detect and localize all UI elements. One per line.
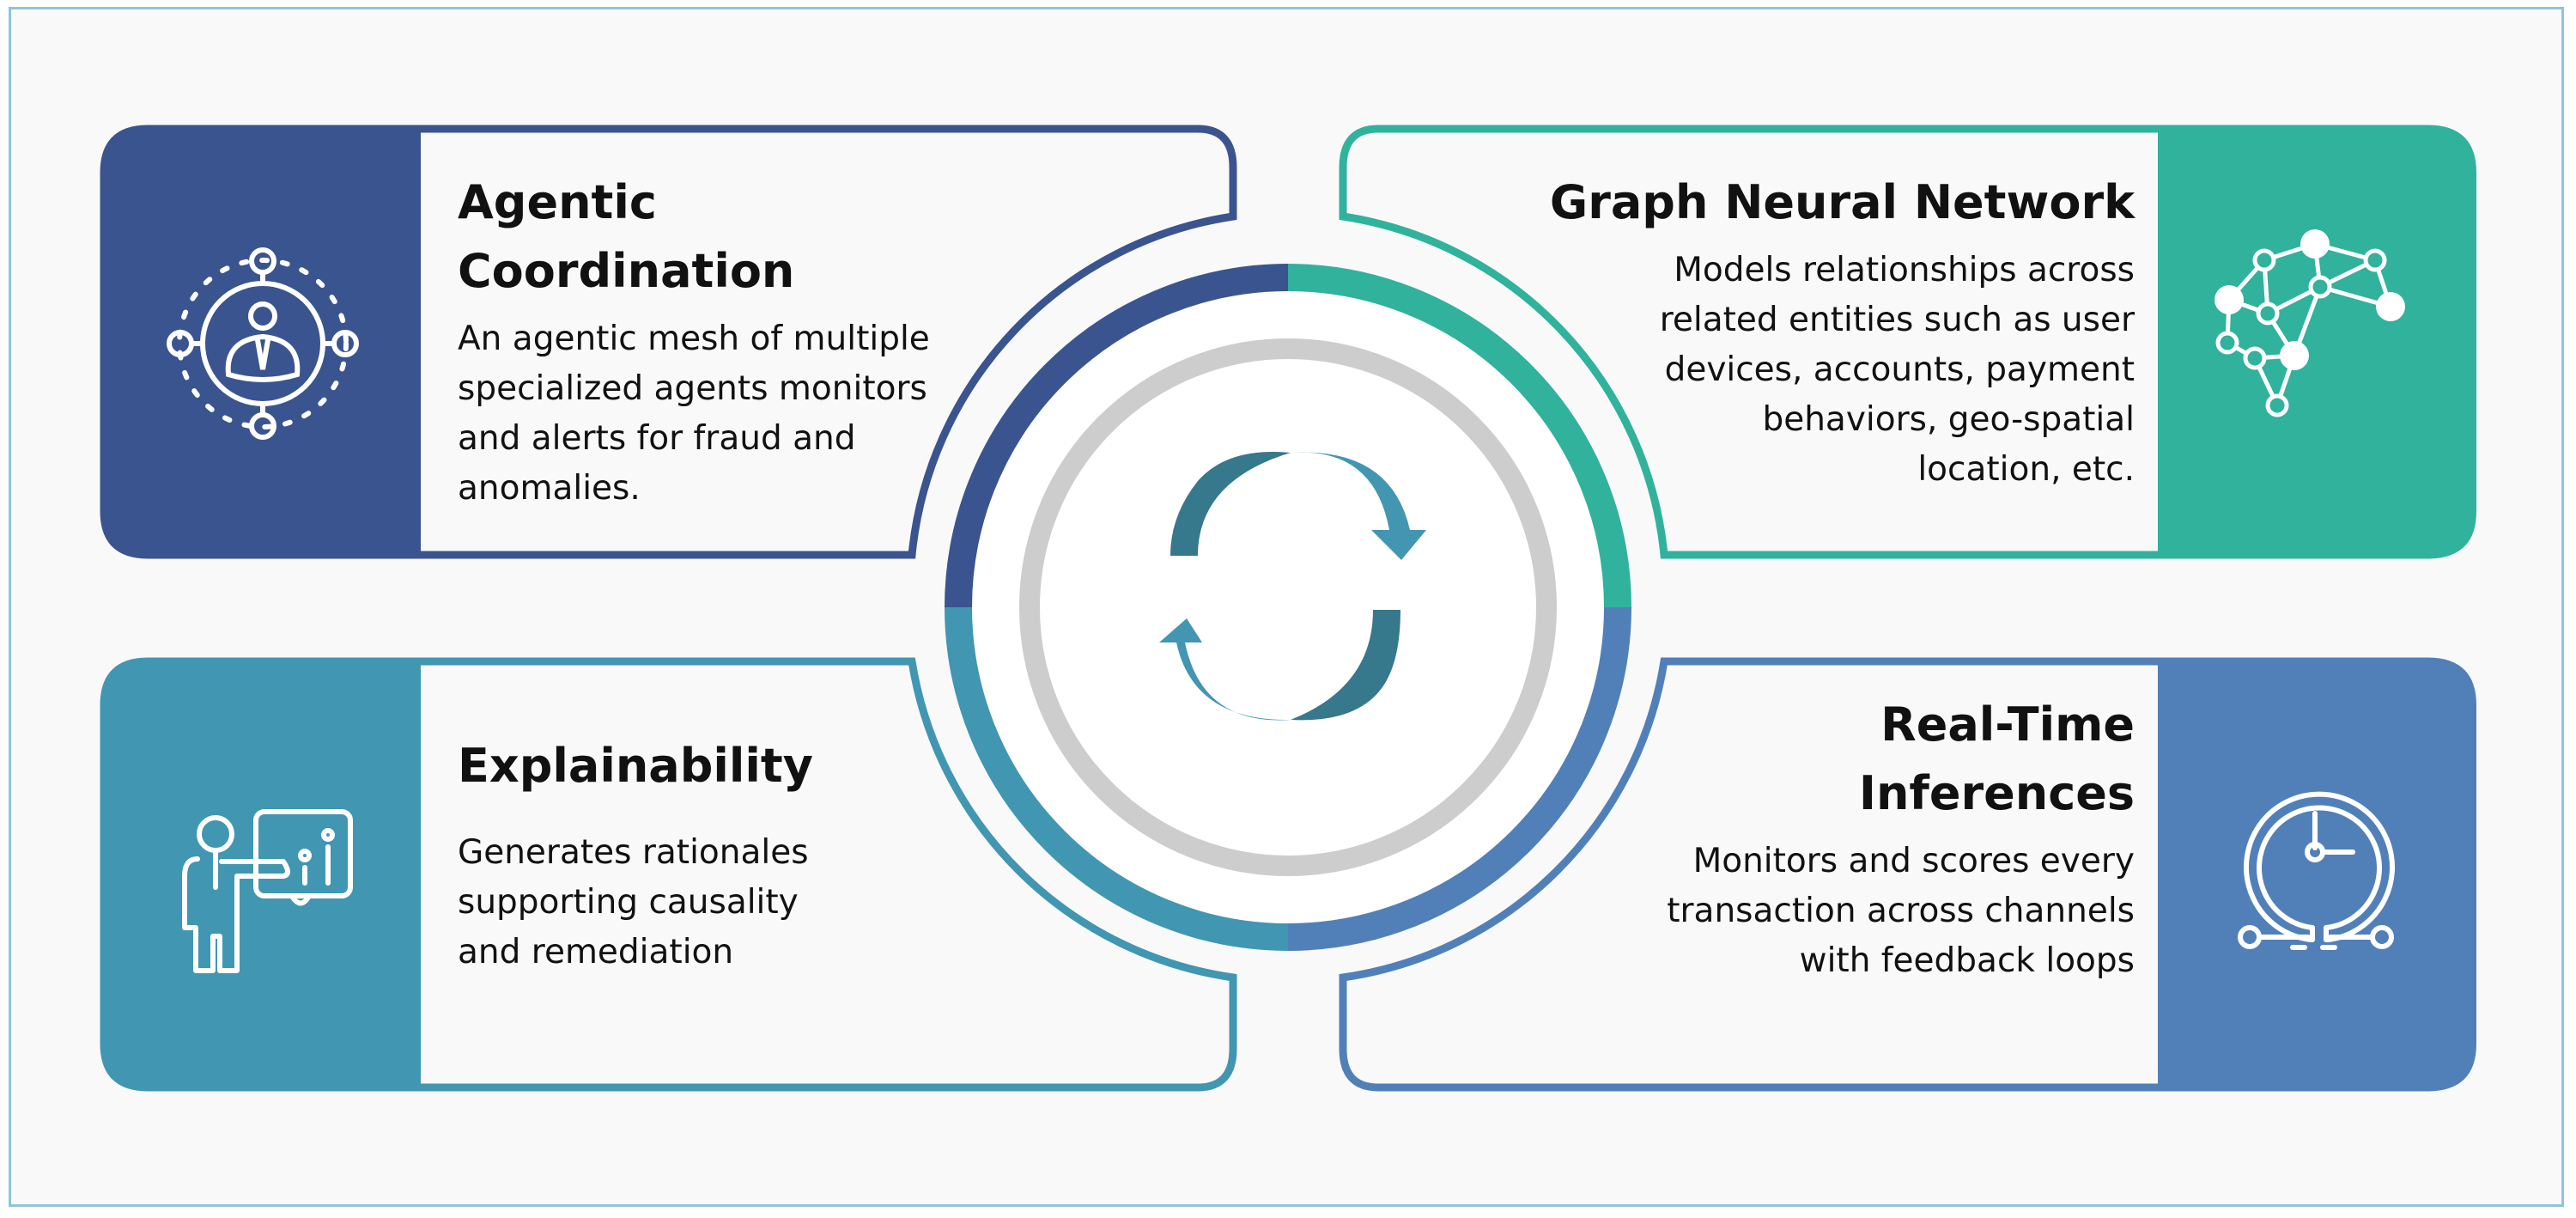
ring-segment-graph	[1287, 264, 1631, 608]
body-line: Monitors and scores every	[1692, 842, 2135, 880]
body-line: and remediation	[458, 933, 734, 971]
cycle-arrows-icon	[1159, 451, 1426, 721]
card-graph-neural-network	[1339, 125, 2476, 559]
card-title-line: Inferences	[1858, 766, 2135, 820]
center-ring	[945, 264, 1631, 951]
card-explainability	[100, 657, 1237, 1092]
body-line: An agentic mesh of multiple	[458, 320, 930, 358]
body-line: Models relationships across	[1674, 251, 2135, 289]
card-title: Graph Neural Network	[1549, 175, 2135, 229]
card-agentic-coordination	[100, 125, 1237, 559]
neural-graph-icon	[2215, 229, 2405, 417]
card-explainability-text: Explainability Generates rationales supp…	[458, 732, 1007, 977]
card-body: Models relationships across related enti…	[1546, 246, 2135, 495]
card-agentic-coordination-text: Agentic Coordination An agentic mesh of …	[458, 168, 1007, 514]
body-line: related entities such as user	[1659, 301, 2135, 339]
card-graph-neural-network-text: Graph Neural Network Models relationship…	[1546, 168, 2135, 495]
card-real-time-inferences-text: Real-Time Inferences Monitors and scores…	[1546, 691, 2135, 986]
card-real-time-inferences	[1339, 657, 2476, 1092]
ring-segment-realtime	[1287, 606, 1631, 951]
card-title: Explainability	[458, 739, 813, 793]
card-body: Generates rationales supporting causalit…	[458, 828, 1007, 977]
card-title-line: Real-Time	[1880, 697, 2135, 752]
body-line: anomalies.	[458, 469, 641, 508]
agent-network-icon	[167, 247, 359, 440]
card-body: An agentic mesh of multiple specialized …	[458, 314, 1007, 514]
ring-segment-agentic	[945, 264, 1289, 608]
clock-circuit-icon	[2238, 791, 2395, 950]
body-line: devices, accounts, payment	[1664, 350, 2135, 389]
card-title: Agentic Coordination	[458, 175, 795, 298]
body-line: and alerts for fraud and	[458, 419, 856, 458]
presenter-board-icon	[182, 809, 353, 973]
card-color-panel	[2158, 658, 2476, 1091]
body-line: with feedback loops	[1799, 941, 2135, 980]
card-color-panel	[2158, 125, 2476, 558]
body-line: Generates rationales	[458, 833, 809, 872]
body-line: specialized agents monitors	[458, 369, 927, 408]
body-line: behaviors, geo-spatial	[1762, 400, 2135, 439]
body-line: transaction across channels	[1667, 892, 2135, 930]
card-color-panel	[100, 125, 421, 558]
card-body: Monitors and scores every transaction ac…	[1546, 837, 2135, 986]
ring-segment-explain	[945, 606, 1289, 951]
body-line: location, etc.	[1917, 450, 2135, 489]
body-line: supporting causality	[458, 883, 799, 922]
inner-gray-ring	[1019, 338, 1557, 876]
